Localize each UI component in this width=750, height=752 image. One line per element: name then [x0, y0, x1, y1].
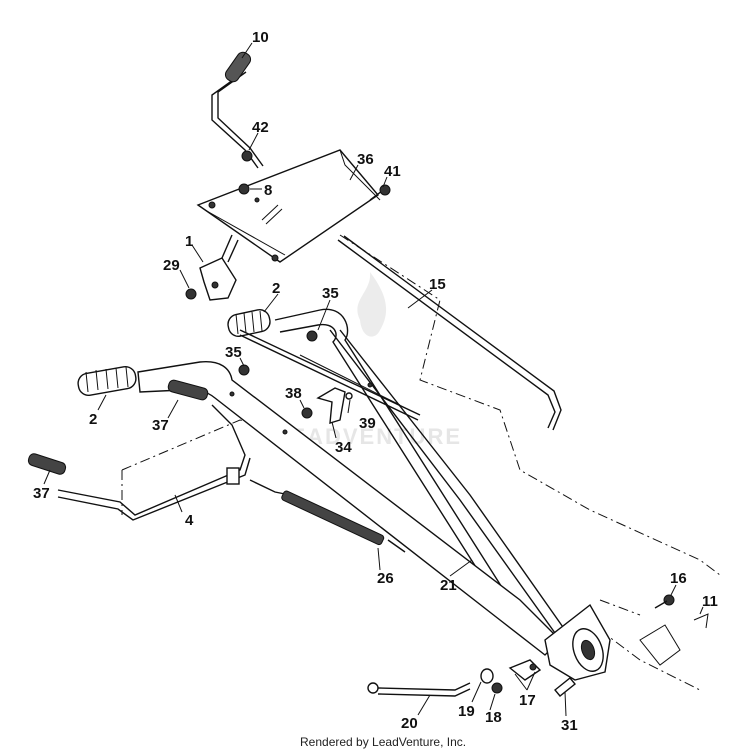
callout-31: 31 [561, 717, 578, 734]
bracket-34 [301, 387, 353, 424]
pin-11 [693, 613, 709, 629]
callout-37-lower: 37 [33, 485, 50, 502]
callout-1: 1 [185, 233, 193, 250]
callout-36: 36 [357, 151, 374, 168]
control-panel [196, 149, 391, 263]
callout-2-upper: 2 [272, 280, 280, 297]
callout-20: 20 [401, 715, 418, 732]
grip-37-lower [27, 453, 67, 475]
callout-19: 19 [458, 703, 475, 720]
bolt-41 [369, 184, 391, 201]
nut-29 [185, 288, 197, 300]
callout-35-lower: 35 [225, 344, 242, 361]
bracket [185, 234, 239, 301]
callout-38: 38 [285, 385, 302, 402]
callout-42: 42 [252, 119, 269, 136]
callout-26: 26 [377, 570, 394, 587]
nut-35a [238, 364, 250, 376]
callout-17: 17 [519, 692, 536, 709]
lever-4 [27, 404, 251, 521]
callout-29: 29 [163, 257, 180, 274]
nut-38 [301, 407, 313, 419]
shift-knob-grip [224, 51, 252, 83]
footer-credit: Rendered by LeadVenture, Inc. [300, 735, 466, 749]
reference-lines [121, 234, 721, 691]
nut-35b [306, 330, 318, 342]
screw-16 [663, 594, 675, 606]
callout-4: 4 [185, 512, 194, 529]
screw-8 [238, 183, 250, 195]
callouts: 10 42 36 41 8 1 29 2 35 15 35 2 37 38 39… [33, 29, 718, 734]
washer-19 [480, 668, 494, 684]
callout-35-upper: 35 [322, 285, 339, 302]
callout-41: 41 [384, 163, 401, 180]
callout-37-upper: 37 [152, 417, 169, 434]
callout-21: 21 [440, 577, 457, 594]
cable-15 [337, 235, 562, 431]
callout-11: 11 [702, 593, 718, 610]
callout-8: 8 [264, 182, 272, 199]
callout-39: 39 [359, 415, 376, 432]
callout-15: 15 [429, 276, 446, 293]
nut-42 [241, 150, 253, 162]
main-handle-frame [77, 329, 566, 656]
leader-lines [43, 42, 704, 717]
washer-39 [345, 392, 353, 400]
callout-16: 16 [670, 570, 687, 587]
callout-34: 34 [335, 439, 352, 456]
shift-rod [211, 51, 264, 169]
nut-18 [491, 682, 503, 694]
callout-18: 18 [485, 709, 502, 726]
callout-10: 10 [252, 29, 269, 46]
grip-37-upper [167, 379, 209, 401]
bolt-31 [554, 677, 576, 697]
housing [544, 594, 709, 681]
callout-2-lower: 2 [89, 411, 97, 428]
link-17 [508, 659, 542, 681]
right-handle [227, 308, 511, 606]
lower-lever [367, 659, 576, 697]
